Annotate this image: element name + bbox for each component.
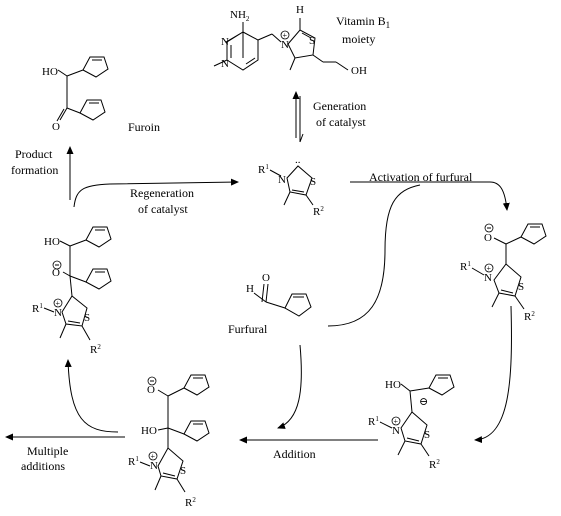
svg-text:HO: HO bbox=[42, 66, 58, 78]
svg-text:R2: R2 bbox=[524, 310, 535, 323]
positive-charge-icon bbox=[280, 30, 290, 40]
generation-label-2: of catalyst bbox=[316, 115, 366, 129]
svg-text:R1: R1 bbox=[258, 163, 269, 176]
svg-text:..: .. bbox=[295, 154, 301, 166]
furfural-label: Furfural bbox=[228, 322, 268, 336]
svg-text:N: N bbox=[392, 425, 400, 437]
bottom-left-intermediate: O HO N + S R1 R2 bbox=[128, 374, 210, 509]
product-label-1: Product bbox=[15, 147, 53, 161]
svg-text:S: S bbox=[518, 281, 524, 293]
nh2-label: NH2 bbox=[230, 9, 250, 23]
hydroxyl-label: OH bbox=[351, 65, 367, 77]
svg-text:+: + bbox=[487, 264, 492, 273]
svg-text:S: S bbox=[180, 465, 186, 477]
svg-text:O: O bbox=[484, 232, 492, 244]
svg-text:R1: R1 bbox=[368, 415, 379, 428]
svg-text:HO: HO bbox=[44, 236, 60, 248]
activation-arrow bbox=[350, 181, 510, 211]
regeneration-label-2: of catalyst bbox=[138, 202, 188, 216]
svg-text:HO: HO bbox=[141, 425, 157, 437]
svg-text:R1: R1 bbox=[128, 455, 139, 468]
svg-text:N: N bbox=[484, 272, 492, 284]
furoin-label: Furoin bbox=[128, 120, 160, 134]
regeneration-label-1: Regeneration bbox=[130, 186, 194, 200]
furoin-structure: HO O bbox=[42, 56, 109, 133]
svg-text:+: + bbox=[394, 417, 399, 426]
multiple-label-2: additions bbox=[21, 459, 65, 473]
svg-text:R2: R2 bbox=[429, 458, 440, 471]
pyrimidine-n3: N bbox=[221, 58, 229, 70]
svg-text:N: N bbox=[278, 174, 286, 186]
cycle-up-arrow bbox=[64, 359, 119, 433]
multiple-label-1: Multiple bbox=[27, 444, 68, 458]
activation-label: Activation of furfural bbox=[369, 170, 473, 184]
thiazolium-n: N bbox=[281, 39, 289, 51]
svg-text:O: O bbox=[52, 267, 60, 279]
pyrimidine-n1: N bbox=[221, 36, 229, 48]
svg-text:+: + bbox=[151, 452, 156, 461]
product-label-2: formation bbox=[11, 163, 58, 177]
svg-text:R1: R1 bbox=[32, 302, 43, 315]
left-intermediate: HO O N + S R1 R2 bbox=[32, 226, 112, 356]
svg-text:H: H bbox=[246, 283, 254, 295]
svg-text:N: N bbox=[150, 460, 158, 472]
svg-text:R2: R2 bbox=[313, 205, 324, 218]
svg-text:R1: R1 bbox=[460, 260, 471, 273]
proton-transfer-arrow bbox=[474, 305, 512, 444]
svg-text:S: S bbox=[424, 429, 430, 441]
addition-label: Addition bbox=[273, 447, 316, 461]
svg-text:HO: HO bbox=[385, 379, 401, 391]
svg-text:O: O bbox=[52, 121, 60, 133]
breslow-intermediate: HO ⊖ N + S R1 R2 bbox=[368, 374, 455, 471]
carbene-catalyst: N S .. R1 R2 bbox=[258, 154, 324, 218]
moiety-label: moiety bbox=[342, 32, 375, 46]
svg-text:O: O bbox=[147, 384, 155, 396]
svg-text:+: + bbox=[283, 31, 288, 40]
furfural-to-addition-arrow bbox=[277, 344, 302, 429]
svg-text:S: S bbox=[310, 176, 316, 188]
thiazolium-s: S bbox=[309, 35, 315, 47]
equilibrium-arrows bbox=[292, 91, 304, 143]
svg-text:⊖: ⊖ bbox=[419, 396, 428, 408]
furfural-activation-arrow bbox=[327, 184, 421, 327]
regeneration-arrow bbox=[73, 178, 239, 208]
c2-hydrogen: H bbox=[296, 4, 304, 16]
svg-text:R2: R2 bbox=[90, 343, 101, 356]
svg-text:+: + bbox=[56, 299, 61, 308]
furfural-structure: H O bbox=[246, 272, 312, 317]
svg-text:N: N bbox=[54, 307, 62, 319]
vitamin-b1-structure: N N NH2 N + S H OH bbox=[213, 4, 367, 77]
svg-text:R2: R2 bbox=[185, 496, 196, 509]
svg-text:S: S bbox=[84, 312, 90, 324]
generation-label-1: Generation bbox=[313, 99, 366, 113]
vitamin-b1-label: Vitamin B1 bbox=[336, 14, 390, 30]
svg-text:O: O bbox=[262, 272, 270, 284]
right-intermediate: O N + S R1 R2 bbox=[460, 223, 547, 323]
